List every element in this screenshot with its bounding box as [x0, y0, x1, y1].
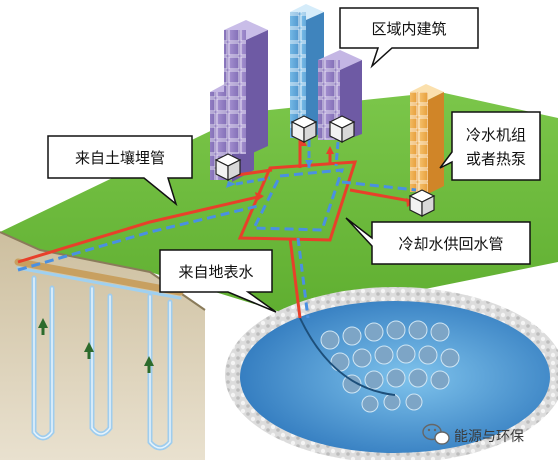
lake-pipes	[288, 237, 310, 319]
label-surface-water: 来自地表水	[178, 263, 253, 281]
label-soil-pipe: 来自土壤埋管	[75, 149, 165, 167]
callout-buildings: 区域内建筑	[339, 7, 479, 69]
soil-pipes	[17, 194, 263, 272]
building-orange	[410, 84, 444, 194]
cooling-water-loop	[237, 160, 358, 242]
callout-cooling-pipe: 冷却水供回水管	[345, 217, 531, 265]
equipment-box-chiller	[408, 189, 436, 217]
callout-chiller: 冷水机组 或者热泵	[439, 111, 541, 181]
callout-soil-pipe: 来自土壤埋管	[47, 135, 193, 207]
flow-arrows-up	[38, 318, 154, 373]
surface-water-lake	[225, 287, 558, 460]
label-chiller-line1: 冷水机组	[466, 126, 526, 144]
district-buildings	[210, 4, 444, 194]
watermark: 能源与环保	[422, 423, 524, 445]
watermark-text: 能源与环保	[454, 429, 524, 445]
wechat-icon	[422, 423, 450, 445]
equipment-box-right	[328, 115, 356, 143]
label-chiller-line2: 或者热泵	[466, 150, 526, 168]
callout-surface-water: 来自地表水	[159, 249, 277, 313]
borehole-u-tubes	[14, 258, 184, 451]
label-cooling-pipe: 冷却水供回水管	[398, 235, 503, 253]
equipment-box-center	[290, 115, 318, 143]
equipment-boxes	[214, 115, 436, 217]
equipment-box-left	[214, 153, 242, 181]
building-purple-tall	[224, 20, 268, 156]
label-buildings: 区域内建筑	[371, 20, 446, 38]
